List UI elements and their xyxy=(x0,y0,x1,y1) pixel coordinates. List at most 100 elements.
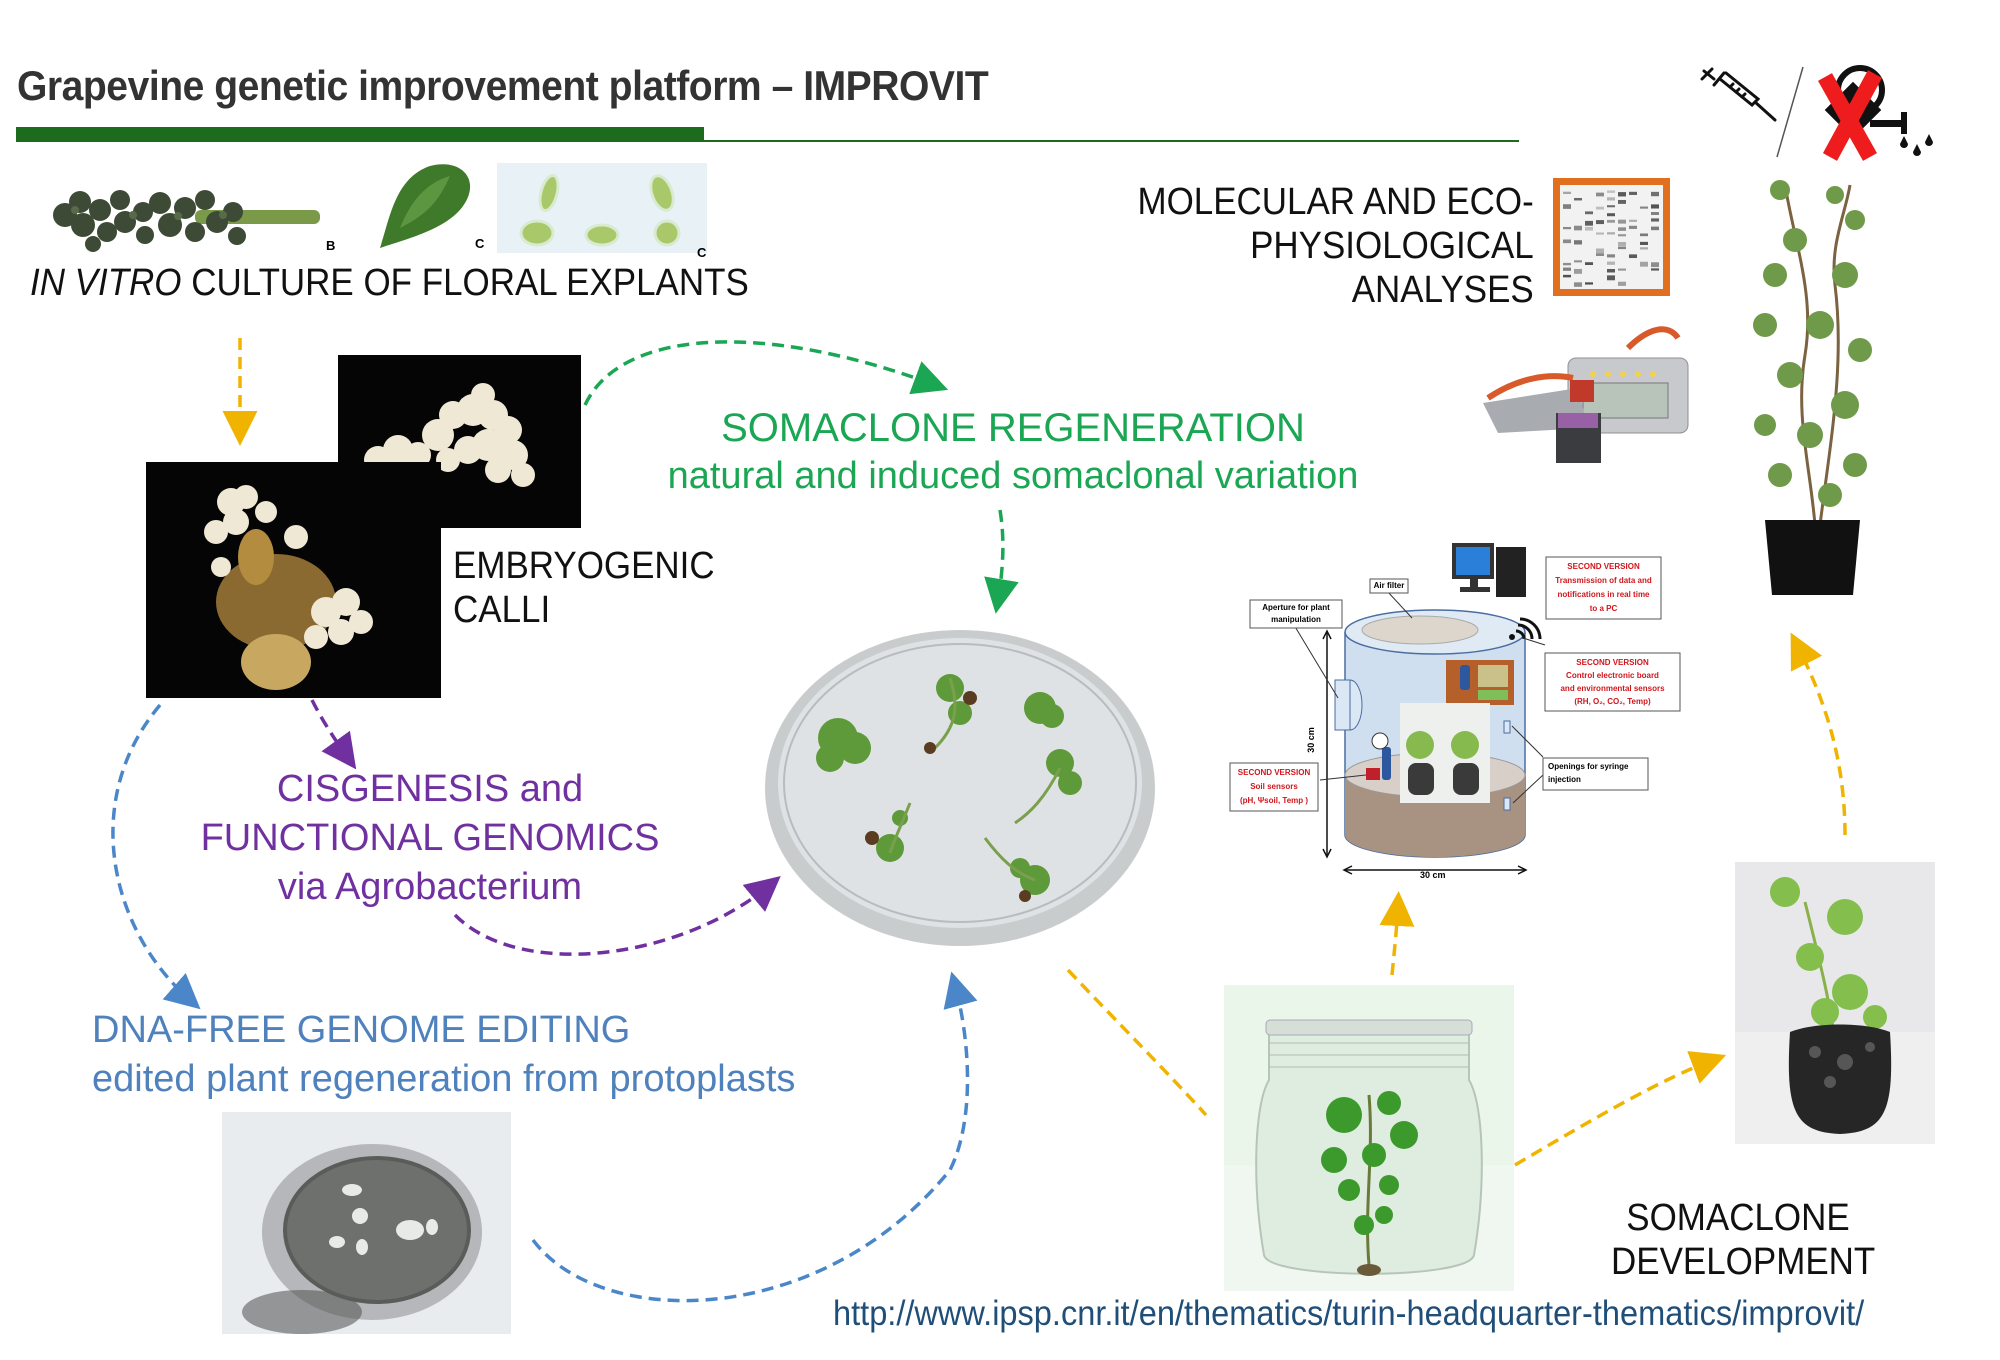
arrow-jar-to-chamber xyxy=(1379,891,1415,976)
width-dimension-label: 30 cm xyxy=(1420,870,1446,880)
photosynthesis-analyzer-device xyxy=(1478,318,1698,468)
gel-band xyxy=(1596,248,1604,254)
gel-band xyxy=(1607,190,1615,193)
gel-band xyxy=(1574,225,1582,231)
caption-rest: CULTURE OF FLORAL EXPLANTS xyxy=(181,262,749,304)
inflorescence-photo xyxy=(45,170,335,260)
syringe-line2: injection xyxy=(1548,775,1581,784)
gel-band xyxy=(1607,261,1615,265)
gel-band xyxy=(1629,191,1637,195)
gel-band xyxy=(1640,261,1648,267)
development-line2: DEVELOPMENT xyxy=(1611,1241,1876,1283)
pc-transmission-note: SECOND VERSION Transmission of data and … xyxy=(1546,560,1661,616)
gel-band xyxy=(1607,254,1615,258)
gel-band xyxy=(1574,197,1582,201)
gel-band xyxy=(1574,282,1582,287)
gel-band xyxy=(1574,268,1582,274)
gel-band xyxy=(1618,219,1626,224)
mature-grapevine-photo xyxy=(1735,165,1885,597)
cisgenesis-line3: via Agrobacterium xyxy=(277,866,583,908)
title-underline-bar xyxy=(16,127,704,142)
genome-editing-subtitle: edited plant regeneration from protoplas… xyxy=(92,1058,796,1100)
regeneration-subtitle: natural and induced somaclonal variation xyxy=(667,455,1359,497)
project-url-link[interactable]: http://www.ipsp.cnr.it/en/thematics/turi… xyxy=(833,1294,1865,1333)
somaclone-development-caption: SOMACLONE DEVELOPMENT xyxy=(1611,1196,1876,1284)
soil-note-line3: (pH, Ψsoil, Temp ) xyxy=(1239,796,1309,805)
acclimatized-plantlet-photo xyxy=(1735,862,1935,1144)
pc-note-line4: to a PC xyxy=(1589,604,1618,613)
arrow-calli-to-regeneration xyxy=(583,340,949,406)
aperture-line2: manipulation xyxy=(1271,615,1321,624)
panel-label-c2: C xyxy=(697,245,707,260)
gel-band xyxy=(1651,268,1659,271)
flower-bud-photo xyxy=(370,158,480,253)
gel-band xyxy=(1618,268,1626,271)
gel-band xyxy=(1563,226,1571,230)
gel-band xyxy=(1607,275,1615,281)
aperture-label: Aperture for plant manipulation xyxy=(1250,602,1342,626)
board-note-line2: Control electronic board xyxy=(1566,671,1659,680)
regeneration-title: SOMACLONE REGENERATION xyxy=(721,406,1305,450)
gel-band xyxy=(1574,240,1582,245)
gel-band xyxy=(1596,232,1604,235)
growth-chamber-diagram: Air filter Aperture for plant manipulati… xyxy=(1220,535,1685,880)
gel-band xyxy=(1618,234,1626,237)
gel-band xyxy=(1640,206,1648,209)
calli-photo-back xyxy=(338,355,581,528)
gel-band xyxy=(1618,199,1626,204)
gel-band xyxy=(1640,241,1648,245)
syringe-line1: Openings for syringe xyxy=(1548,762,1629,771)
gel-band xyxy=(1651,191,1659,197)
gel-band xyxy=(1585,220,1593,226)
gel-band xyxy=(1596,206,1604,210)
calli-line2: CALLI xyxy=(453,589,551,631)
arrow-dish-to-jar xyxy=(1066,968,1208,1117)
aperture-line1: Aperture for plant xyxy=(1262,603,1330,612)
control-board-note: SECOND VERSION Control electronic board … xyxy=(1545,656,1680,708)
gel-band xyxy=(1618,246,1626,250)
cisgenesis-line2: FUNCTIONAL GENOMICS xyxy=(200,817,660,859)
gel-band xyxy=(1651,226,1659,231)
gel-band xyxy=(1596,220,1604,225)
soil-note-line1: SECOND VERSION xyxy=(1237,768,1311,777)
anthers-photo xyxy=(497,163,707,253)
gel-band xyxy=(1563,274,1571,278)
pc-note-line1: SECOND VERSION xyxy=(1567,562,1640,571)
gel-band xyxy=(1629,219,1637,222)
gel-band xyxy=(1651,204,1659,209)
genome-editing-title: DNA-FREE GENOME EDITING xyxy=(92,1009,631,1051)
gel-band xyxy=(1618,227,1626,231)
protoplast-culture-photo xyxy=(222,1112,511,1334)
floral-explants-caption: IN VITRO CULTURE OF FLORAL EXPLANTS xyxy=(30,262,749,305)
syringe-icon xyxy=(1700,65,1780,125)
gel-band xyxy=(1563,267,1571,271)
gel-band xyxy=(1629,254,1637,259)
air-filter-label: Air filter xyxy=(1373,581,1405,590)
cisgenesis-line1: CISGENESIS and xyxy=(276,768,584,810)
pc-note-line2: Transmission of data and xyxy=(1555,576,1652,585)
soil-note-line2: Soil sensors xyxy=(1250,782,1298,791)
title-underline-rule xyxy=(704,140,1519,142)
embryogenic-calli-caption: EMBRYOGENIC CALLI xyxy=(453,544,715,632)
analyses-line3: ANALYSES xyxy=(1351,269,1534,311)
gel-band xyxy=(1629,225,1637,229)
gel-band xyxy=(1618,241,1626,246)
in-vitro-jar-photo xyxy=(1224,985,1514,1291)
calli-line1: EMBRYOGENIC xyxy=(453,545,715,587)
gel-band xyxy=(1563,204,1571,209)
gel-electrophoresis-image xyxy=(1553,178,1670,296)
gel-band xyxy=(1596,192,1604,197)
panel-label-b: B xyxy=(326,238,336,253)
analyses-line1: MOLECULAR AND ECO- xyxy=(1137,181,1534,223)
gel-band xyxy=(1651,218,1659,222)
gel-band xyxy=(1651,262,1659,268)
board-note-line1: SECOND VERSION xyxy=(1576,658,1649,667)
gel-band xyxy=(1618,192,1626,197)
syringe-openings-label: Openings for syringe injection xyxy=(1548,760,1648,786)
gel-band xyxy=(1607,205,1615,208)
gel-band xyxy=(1596,253,1604,256)
gel-band xyxy=(1563,191,1571,195)
development-line1: SOMACLONE xyxy=(1626,1197,1850,1239)
gel-band xyxy=(1607,219,1615,223)
petri-dish-photo xyxy=(760,618,1160,953)
